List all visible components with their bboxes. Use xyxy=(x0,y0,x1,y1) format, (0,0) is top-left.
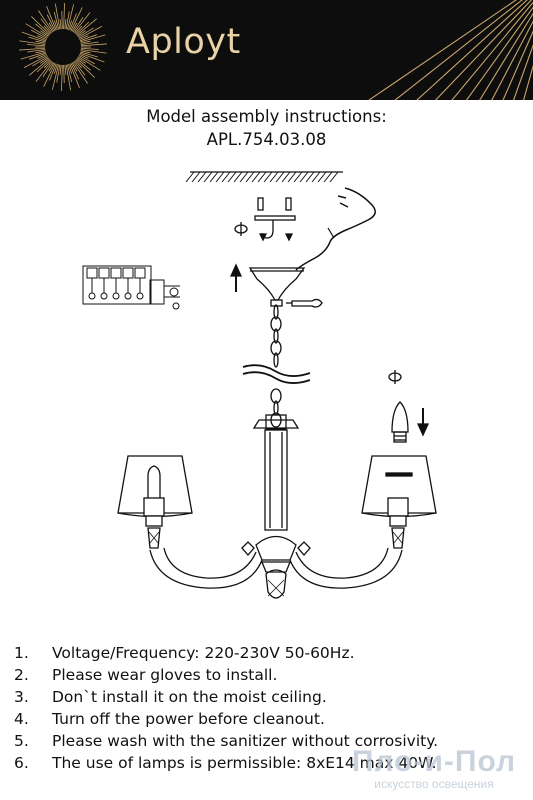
instruction-text: Turn off the power before cleanout. xyxy=(52,710,325,729)
watermark-logo: Пло-и-Пол искусство освещения xyxy=(351,745,517,792)
instruction-number: 5. xyxy=(14,732,29,751)
screwdriver-icon xyxy=(286,298,323,308)
rotate-icon xyxy=(388,370,402,384)
instruction-item: 5. Please wash with the sanitizer without… xyxy=(14,730,529,752)
instruction-item: 1. Voltage/Frequency: 220-230V 50-60Hz. xyxy=(14,642,529,664)
instruction-item: 6. The use of lamps is permissible: 8xE14… xyxy=(14,752,529,774)
assembly-diagram xyxy=(82,171,437,599)
instruction-number: 6. xyxy=(14,754,29,773)
document-title: Model assembly instructions: xyxy=(146,107,387,126)
instruction-number: 3. xyxy=(14,688,29,707)
brand-name: Aployt xyxy=(126,22,241,62)
instruction-list: 1. Voltage/Frequency: 220-230V 50-60Hz. 2.… xyxy=(14,642,529,775)
lamp-shade-left xyxy=(117,455,193,549)
ceiling-hatch xyxy=(185,171,343,183)
instruction-item: 3. Don`t install it on the moist ceiling. xyxy=(14,686,529,708)
canopy xyxy=(248,267,306,307)
lamp-arm-left xyxy=(149,541,263,589)
instruction-item: 4. Turn off the power before cleanout. xyxy=(14,708,529,730)
model-number: APL.754.03.08 xyxy=(206,130,327,149)
wiring-diagram-icon xyxy=(82,265,180,310)
instruction-text: The use of lamps is permissible: 8xE14 m… xyxy=(52,754,437,773)
bulb-icon xyxy=(391,401,409,443)
arrow-up-icon xyxy=(229,263,243,292)
instruction-text: Please wash with the sanitizer without c… xyxy=(52,732,439,751)
central-column xyxy=(252,414,300,599)
rotate-icon xyxy=(234,222,248,236)
instruction-text: Don`t install it on the moist ceiling. xyxy=(52,688,327,707)
instruction-item: 2. Please wear gloves to install. xyxy=(14,664,529,686)
instruction-number: 2. xyxy=(14,666,29,685)
power-cord xyxy=(295,187,376,271)
instruction-number: 1. xyxy=(14,644,29,662)
header-banner: Aployt xyxy=(0,0,533,100)
mounting-bracket xyxy=(254,197,296,242)
arrow-down-icon xyxy=(416,408,430,437)
lamp-shade-right xyxy=(361,455,437,549)
lamp-arm-right xyxy=(289,541,403,589)
instruction-text: Please wear gloves to install. xyxy=(52,666,278,685)
instruction-text: Voltage/Frequency: 220-230V 50-60Hz. xyxy=(52,644,355,662)
instruction-number: 4. xyxy=(14,710,29,729)
sunburst-icon xyxy=(19,0,533,100)
chain xyxy=(270,304,282,428)
